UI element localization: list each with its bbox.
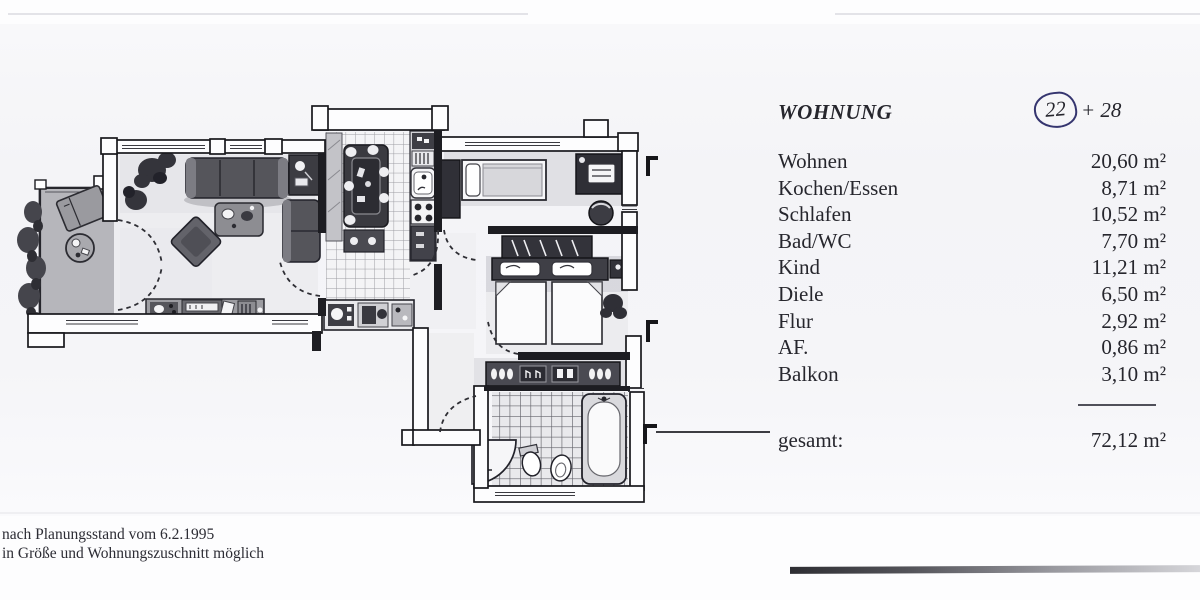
room-label: Wohnen xyxy=(778,149,848,173)
unit-suffix: + 28 xyxy=(1081,97,1122,122)
room-label: Balkon xyxy=(778,361,839,386)
room-value: 0,86 xyxy=(1101,335,1139,360)
total-row: gesamt: 72,12 m² xyxy=(778,404,1166,453)
wohnung-title: WOHNUNG xyxy=(778,100,893,124)
room-bad-wc xyxy=(471,361,628,486)
tall-cabinet xyxy=(439,159,461,219)
gesamt-leader-line xyxy=(656,431,770,433)
room-unit: m² xyxy=(1143,149,1166,173)
room-unit: m² xyxy=(1143,175,1166,200)
table-row: Balkon 3,10 m² xyxy=(778,361,1166,388)
table-row: Kind 11,21 m² xyxy=(778,254,1166,281)
table-row: Flur 2,92 m² xyxy=(778,308,1166,335)
panel-header: WOHNUNG 22 + 28 xyxy=(778,90,1166,144)
area-table-panel: WOHNUNG 22 + 28 Wohnen 20,60 m² Kochen/E… xyxy=(778,90,1166,452)
room-unit: m² xyxy=(1143,308,1166,333)
room-value: 20,60 xyxy=(1090,149,1139,173)
kitchen-bench xyxy=(343,229,385,253)
sofa-small xyxy=(282,199,321,263)
room-schlafen xyxy=(491,257,627,345)
kitchen-counter xyxy=(409,130,437,262)
desk-chair xyxy=(588,200,614,226)
footnote-line-1: nach Planungsstand vom 6.2.1995 xyxy=(2,526,215,543)
room-unit: m² xyxy=(1143,335,1166,360)
room-kochen-essen xyxy=(323,113,437,331)
balcony-table xyxy=(65,233,95,263)
footnotes: nach Planungsstand vom 6.2.1995 in Größe… xyxy=(2,526,264,563)
bathtub-icon xyxy=(581,393,627,485)
lower-counter xyxy=(323,299,415,331)
double-bed xyxy=(491,257,609,345)
door-arcs xyxy=(117,219,519,433)
table-row: Kochen/Essen 8,71 m² xyxy=(778,175,1166,202)
room-value: 10,52 xyxy=(1090,202,1139,227)
stove-icon xyxy=(410,199,436,225)
room-value: 11,21 xyxy=(1091,255,1139,280)
room-unit: m² xyxy=(1143,255,1166,280)
dining-table xyxy=(343,144,389,228)
circled-unit-number: 22 xyxy=(1032,90,1079,130)
lounge-chair xyxy=(55,185,111,232)
unit-number-group: 22 + 28 xyxy=(1032,90,1122,130)
sofa xyxy=(184,157,292,208)
room-label: Diele xyxy=(778,281,824,306)
bidet-icon xyxy=(550,454,572,482)
plant-icon xyxy=(123,152,176,210)
coffee-table xyxy=(214,202,264,237)
room-label: Kind xyxy=(778,255,820,280)
table-row: Diele 6,50 m² xyxy=(778,281,1166,308)
room-unit: m² xyxy=(1143,228,1166,253)
room-balkon xyxy=(17,175,114,332)
floorplan-drawing xyxy=(17,105,658,503)
plant-icon xyxy=(600,294,627,319)
room-value: 3,10 xyxy=(1101,361,1139,386)
scan-edge-bar xyxy=(789,565,1200,574)
table-row: AF. 0,86 m² xyxy=(778,334,1166,361)
total-unit: m² xyxy=(1143,428,1166,452)
table-row: Bad/WC 7,70 m² xyxy=(778,228,1166,255)
armchair xyxy=(170,216,222,268)
footnote-line-2: in Größe und Wohnungszuschnitt möglich xyxy=(2,544,264,562)
section-marks xyxy=(643,156,658,444)
windows xyxy=(66,142,644,496)
exterior-walls xyxy=(27,105,645,503)
area-rows: Wohnen 20,60 m² Kochen/Essen 8,71 m² Sch… xyxy=(778,148,1166,387)
sink-icon xyxy=(410,167,436,199)
room-value: 7,70 xyxy=(1101,228,1139,253)
total-value: 72,12 xyxy=(1090,428,1139,452)
side-table xyxy=(288,154,320,196)
interior-walls xyxy=(312,130,638,391)
room-label: Kochen/Essen xyxy=(778,175,899,200)
room-unit: m² xyxy=(1143,281,1166,306)
desk xyxy=(575,153,625,195)
room-label: AF. xyxy=(778,335,809,360)
table-row: Schlafen 10,52 m² xyxy=(778,201,1166,228)
room-kind xyxy=(439,153,625,226)
room-value: 6,50 xyxy=(1101,281,1139,306)
scan-artifact-line xyxy=(835,13,1200,15)
room-label: Schlafen xyxy=(778,202,852,227)
total-separator-line xyxy=(1078,404,1156,406)
room-unit: m² xyxy=(1143,361,1166,386)
room-unit: m² xyxy=(1143,202,1166,227)
room-label: Bad/WC xyxy=(778,228,852,253)
scan-artifact-line xyxy=(8,13,528,15)
room-label: Flur xyxy=(778,308,814,333)
room-value: 2,92 xyxy=(1101,308,1139,333)
toilet-icon xyxy=(518,443,542,477)
room-value: 8,71 xyxy=(1101,175,1139,200)
total-label: gesamt: xyxy=(778,428,844,452)
single-bed xyxy=(461,159,547,201)
diele-closet xyxy=(501,235,593,261)
wardrobe-row xyxy=(485,361,621,387)
scan-artifact-line xyxy=(0,512,1200,514)
table-row: Wohnen 20,60 m² xyxy=(778,148,1166,175)
